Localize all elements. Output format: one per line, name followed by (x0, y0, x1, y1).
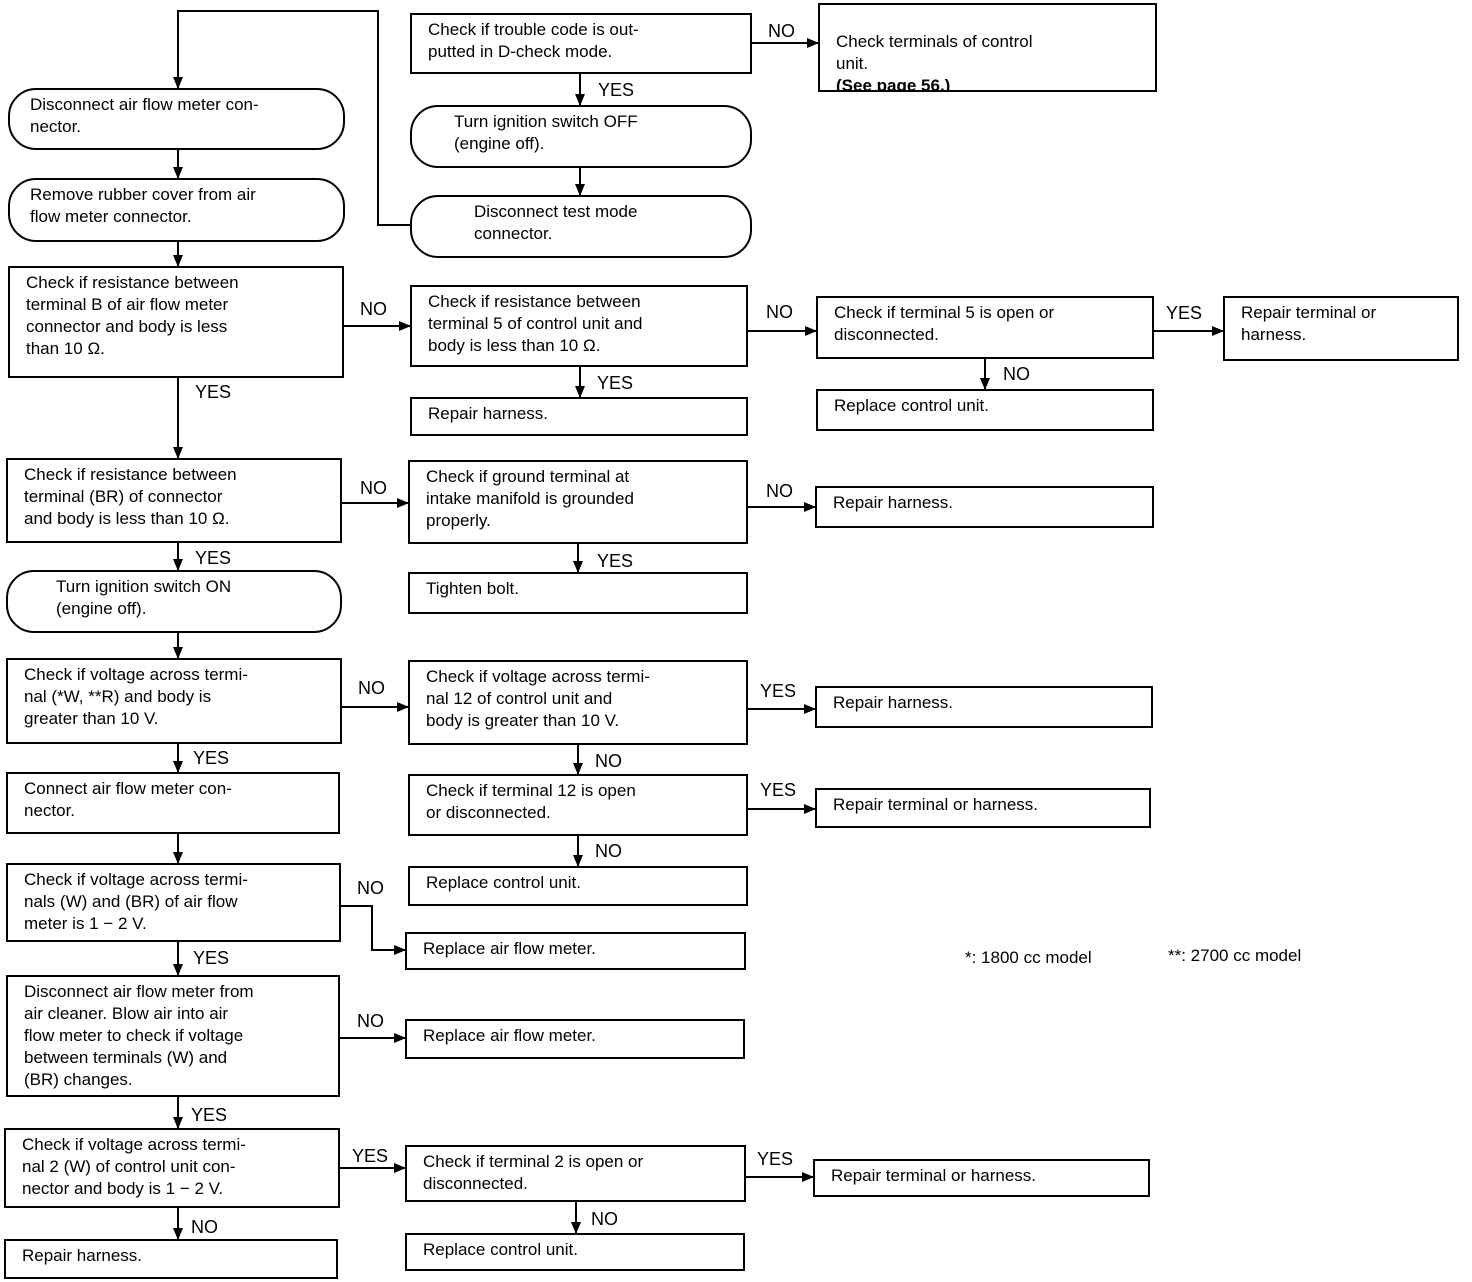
disconnect-test-mode-node: Disconnect test mode connector. (410, 195, 752, 258)
label-yes-resb: YES (195, 382, 232, 402)
check-terminals-text: Check terminals of control unit. (836, 32, 1033, 73)
label-yes-volt12: YES (760, 681, 797, 701)
label-no-resbr: NO (360, 478, 387, 498)
label-yes-term2: YES (757, 1149, 794, 1169)
arrow-voltwbr-replace (341, 905, 406, 955)
footnote-1800cc: *: 1800 cc model (965, 948, 1092, 967)
label-no-voltwr: NO (358, 678, 385, 698)
check-voltage-terminal-2-node: Check if voltage across termi- nal 2 (W)… (4, 1128, 340, 1208)
check-terminal-5-open-node: Check if terminal 5 is open or disconnec… (816, 296, 1154, 359)
label-no-term5: NO (1003, 364, 1030, 384)
label-yes-volt2w: YES (352, 1146, 389, 1166)
check-resistance-terminal-5-node: Check if resistance between terminal 5 o… (410, 285, 748, 367)
label-yes-res5: YES (597, 373, 634, 393)
repair-harness-node-1: Repair harness. (410, 397, 748, 436)
turn-ignition-off-node: Turn ignition switch OFF (engine off). (410, 105, 752, 168)
label-no-blow: NO (357, 1011, 384, 1031)
check-terminal-12-open-node: Check if terminal 12 is open or disconne… (408, 774, 748, 836)
check-terminals-control-unit-node: Check terminals of control unit. (See pa… (818, 3, 1157, 92)
check-trouble-code-node: Check if trouble code is out- putted in … (410, 13, 752, 74)
label-yes-resbr: YES (195, 548, 232, 568)
turn-ignition-on-node: Turn ignition switch ON (engine off). (6, 570, 342, 633)
label-yes-ground: YES (597, 551, 634, 571)
tighten-bolt-node: Tighten bolt. (408, 572, 748, 614)
repair-terminal-or-harness-node-3: Repair terminal or harness. (813, 1159, 1150, 1197)
label-no-term12: NO (595, 841, 622, 861)
label-no-volt12: NO (595, 751, 622, 771)
repair-terminal-or-harness-node-1: Repair terminal or harness. (1223, 296, 1459, 361)
blow-air-into-afm-node: Disconnect air flow meter from air clean… (6, 975, 340, 1097)
connect-afm-connector-node: Connect air flow meter con- nector. (6, 772, 340, 834)
see-page-reference: (See page 56.) (836, 76, 951, 92)
label-no-res5: NO (766, 302, 793, 322)
check-terminal-2-open-node: Check if terminal 2 is open or disconnec… (405, 1145, 746, 1202)
replace-air-flow-meter-node-2: Replace air flow meter. (405, 1019, 745, 1059)
repair-harness-node-3: Repair harness. (815, 686, 1153, 728)
check-voltage-terminal-12-node: Check if voltage across termi- nal 12 of… (408, 660, 748, 745)
label-no-code: NO (768, 21, 795, 41)
label-yes-voltwbr: YES (193, 948, 230, 968)
disconnect-afm-connector-node: Disconnect air flow meter con- nector. (8, 88, 345, 150)
loop-connector (173, 10, 410, 226)
replace-control-unit-node-1: Replace control unit. (816, 389, 1154, 431)
check-voltage-terminals-w-br-node: Check if voltage across termi- nals (W) … (6, 863, 341, 942)
label-no-volt2w: NO (191, 1217, 218, 1237)
label-no-voltwbr: NO (357, 878, 384, 898)
label-yes-code: YES (598, 80, 635, 100)
check-voltage-terminal-wr-node: Check if voltage across termi- nal (*W, … (6, 658, 342, 744)
check-ground-terminal-node: Check if ground terminal at intake manif… (408, 460, 748, 544)
repair-terminal-or-harness-node-2: Repair terminal or harness. (815, 788, 1151, 828)
replace-air-flow-meter-node-1: Replace air flow meter. (405, 932, 746, 970)
repair-harness-node-4: Repair harness. (4, 1239, 338, 1279)
replace-control-unit-node-2: Replace control unit. (408, 866, 748, 906)
label-yes-term5: YES (1166, 303, 1203, 323)
check-resistance-terminal-b-node: Check if resistance between terminal B o… (8, 266, 344, 378)
label-yes-term12: YES (760, 780, 797, 800)
label-yes-voltwr: YES (193, 748, 230, 768)
remove-rubber-cover-node: Remove rubber cover from air flow meter … (8, 178, 345, 242)
label-no-ground: NO (766, 481, 793, 501)
footnote-2700cc: **: 2700 cc model (1168, 946, 1302, 965)
label-no-resb: NO (360, 299, 387, 319)
replace-control-unit-node-3: Replace control unit. (405, 1233, 745, 1271)
label-no-term2: NO (591, 1209, 618, 1229)
label-yes-blow: YES (191, 1105, 228, 1125)
check-resistance-terminal-br-node: Check if resistance between terminal (BR… (6, 458, 342, 543)
repair-harness-node-2: Repair harness. (815, 486, 1154, 528)
